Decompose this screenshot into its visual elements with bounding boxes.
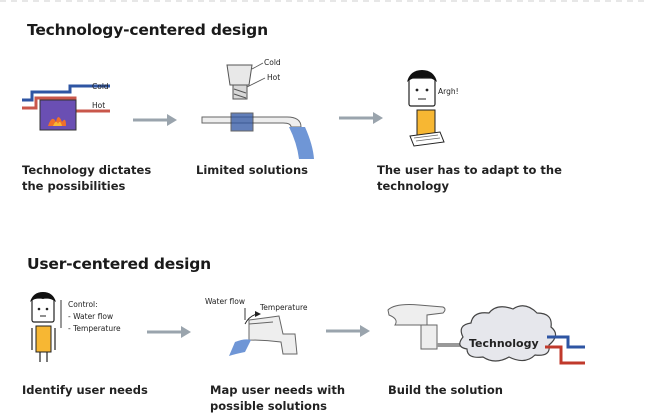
user-step1-caption: Identify user needs — [22, 383, 148, 397]
technology-cloud-label: Technology — [469, 337, 539, 350]
cold-label: Cold — [264, 58, 281, 67]
tech-step2-caption: Limited solutions — [196, 163, 308, 177]
temperature-label: Temperature — [259, 303, 308, 312]
water-flow-label: Water flow — [205, 297, 245, 306]
two-knob-faucet-illustration: Cold Hot — [201, 58, 314, 159]
faucet-technology-solution-illustration: Technology — [387, 304, 585, 365]
temperature-need: - Temperature — [68, 324, 121, 333]
arrow-icon — [339, 112, 383, 124]
control-label: Control: — [68, 300, 98, 309]
water-flow-need: - Water flow — [68, 312, 113, 321]
user-step2-caption: Map user needs with possible solutions — [210, 383, 346, 413]
cold-label: Cold — [92, 82, 109, 91]
hot-label: Hot — [267, 73, 280, 82]
frustrated-user-illustration: Argh! — [407, 70, 459, 147]
user-step3-caption: Build the solution — [388, 383, 503, 397]
top-edge-rule — [0, 0, 646, 2]
arrow-icon — [326, 325, 370, 337]
tech-section-heading: Technology-centered design — [27, 21, 268, 39]
pipes-heater-illustration: Cold Hot — [22, 82, 110, 131]
speech-text: Argh! — [438, 87, 459, 96]
tech-step1-caption: Technology dictates the possibilities — [22, 163, 152, 193]
user-needs-illustration: Control: - Water flow - Temperature — [30, 292, 121, 362]
single-lever-faucet-mapping-illustration: Water flow Temperature — [205, 297, 308, 356]
tech-step3-caption: The user has to adapt to the technology — [377, 163, 562, 193]
arrow-icon — [133, 114, 177, 126]
hot-label: Hot — [92, 101, 105, 110]
arrow-icon — [147, 326, 191, 338]
user-section-heading: User-centered design — [27, 255, 211, 273]
